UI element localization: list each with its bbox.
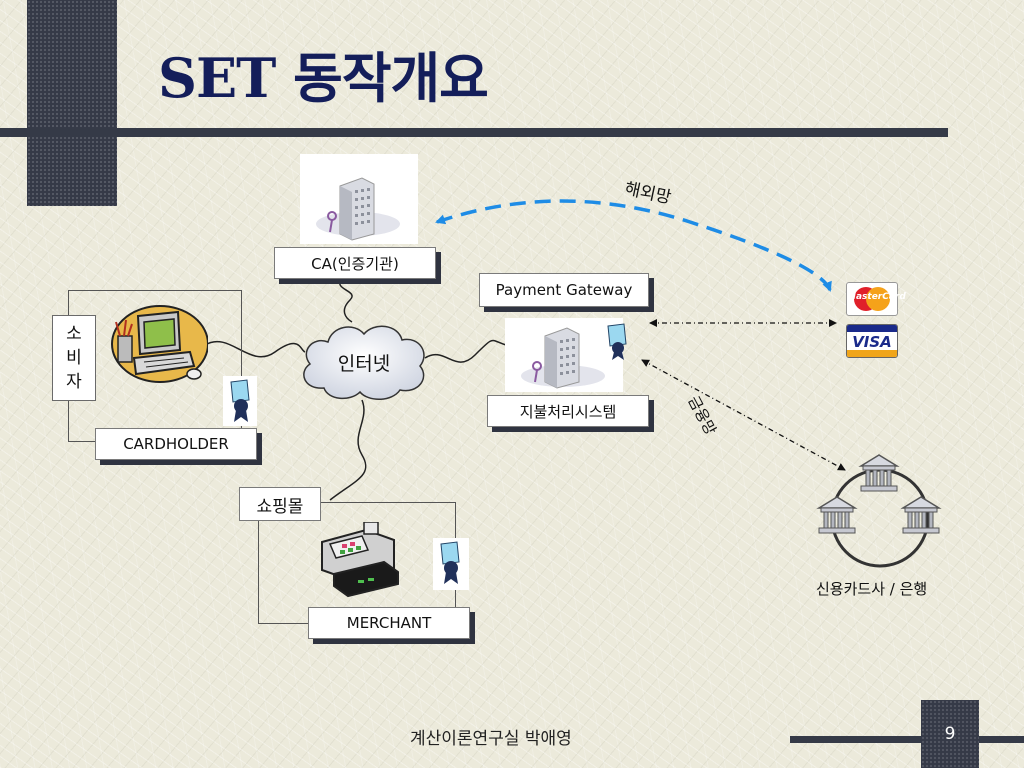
ca-building-tile: [300, 154, 418, 244]
title-underline: [0, 128, 948, 137]
cardholder-certificate-icon: [223, 376, 257, 426]
footer-rule-left: [790, 736, 924, 743]
internet-label: 인터넷: [337, 353, 391, 375]
bank-icon-right: [900, 496, 942, 534]
internet-cloud-icon: [303, 325, 425, 400]
consumer-label: 소 비 자: [52, 315, 96, 401]
bank-icon-top: [858, 454, 900, 492]
consumer-char-3: 자: [66, 372, 82, 392]
footer-author: 계산이론연구실 박애영: [410, 729, 572, 749]
payment-gateway-label: Payment Gateway: [479, 273, 649, 307]
cash-register-icon: [321, 522, 399, 598]
cardholder-label: CARDHOLDER: [95, 428, 257, 460]
financial-link-arrow: [641, 359, 846, 471]
gateway-internet-line: [424, 339, 507, 363]
merchant-certificate-icon: [433, 538, 469, 590]
shopping-mall-label: 쇼핑몰: [239, 487, 321, 521]
footer-rule-right: [978, 736, 1024, 743]
banks-label: 신용카드사 / 은행: [816, 580, 928, 598]
slide-title: SET 동작개요: [158, 46, 489, 110]
header-decoration-block: [27, 0, 117, 206]
mastercard-text: MasterCard: [847, 292, 906, 302]
visa-logo: VISA: [846, 324, 898, 358]
consumer-char-2: 비: [66, 348, 82, 368]
computer-icon: [111, 305, 208, 383]
gateway-building-icon: [521, 327, 605, 389]
overseas-link-arrow: [435, 199, 832, 292]
bank-icon-left: [816, 496, 858, 534]
ca-label: CA(인증기관): [274, 247, 436, 279]
mastercard-circles-icon: [854, 287, 890, 311]
merchant-label: MERCHANT: [308, 607, 470, 639]
consumer-char-1: 소: [66, 324, 82, 344]
ca-building-icon: [316, 177, 400, 241]
mastercard-logo: MasterCard: [846, 282, 906, 316]
visa-text: VISA: [852, 333, 892, 351]
payment-system-label: 지불처리시스템: [487, 395, 649, 427]
cardholder-internet-line: [204, 340, 306, 358]
ca-internet-line: [339, 276, 353, 323]
page-number: 9: [921, 700, 979, 768]
merchant-internet-line: [329, 399, 367, 501]
gateway-building-tile: [505, 318, 623, 392]
gateway-certificate-icon: [607, 323, 627, 360]
